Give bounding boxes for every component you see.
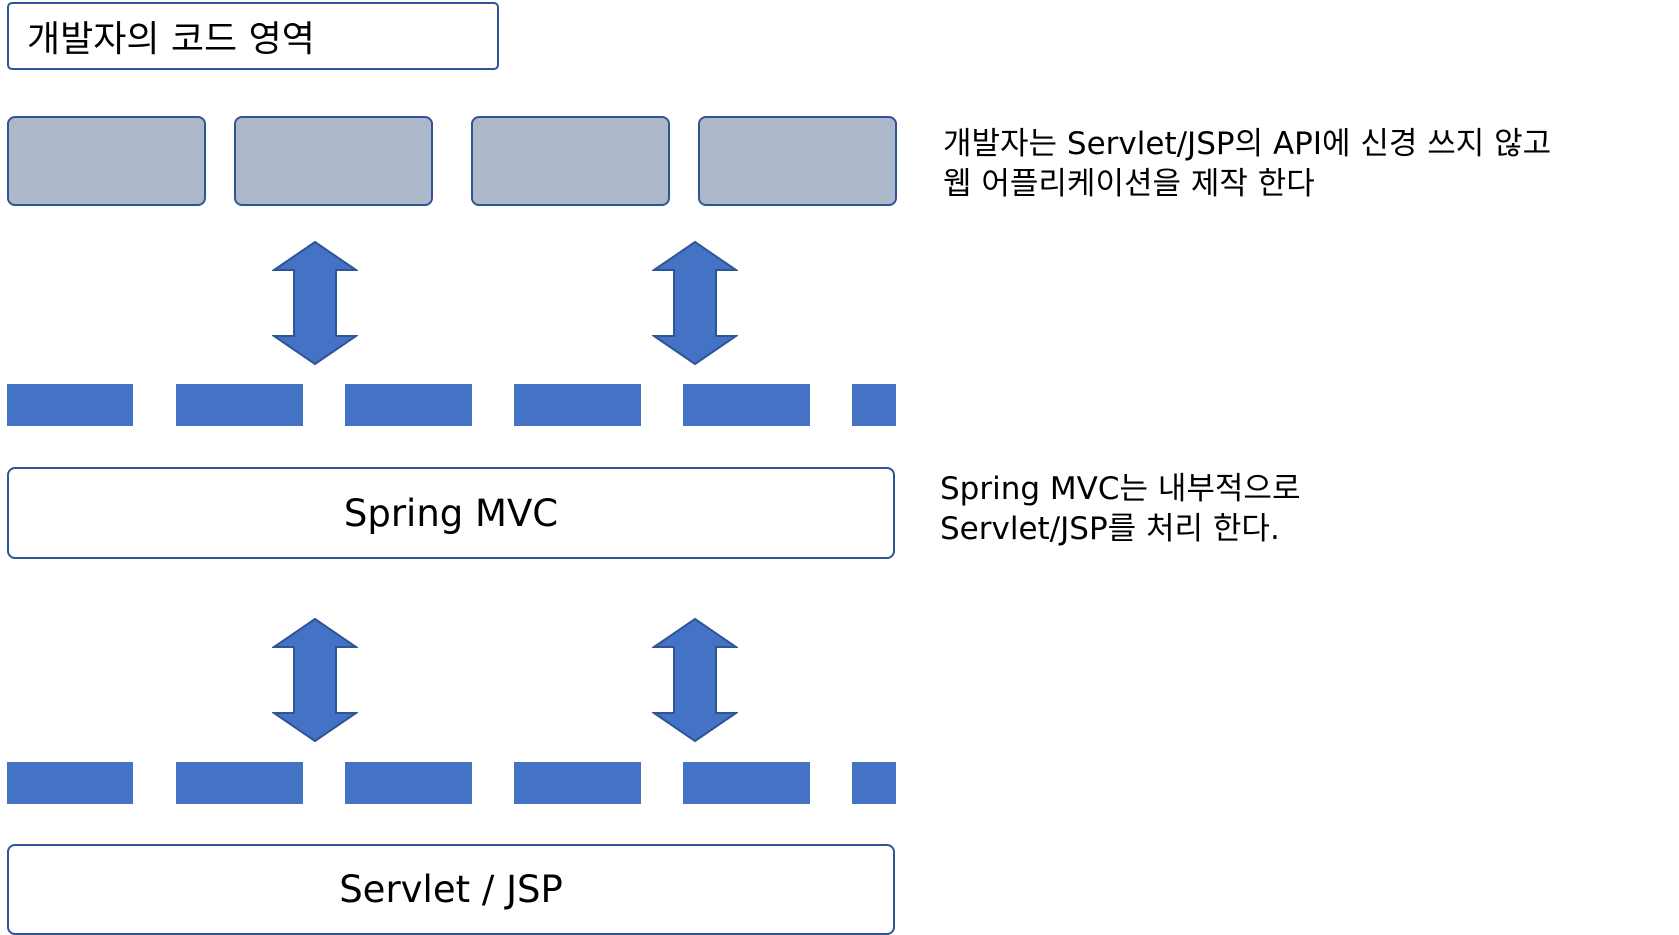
api-boundary-bottom xyxy=(7,762,896,804)
developer-module-3 xyxy=(471,116,670,206)
developer-module-4 xyxy=(698,116,897,206)
boundary-segment xyxy=(514,762,641,804)
boundary-segment xyxy=(176,762,303,804)
developer-module-1 xyxy=(7,116,206,206)
double-arrow-icon xyxy=(272,240,358,366)
developer-module-2 xyxy=(234,116,433,206)
boundary-segment xyxy=(345,762,472,804)
api-boundary-top xyxy=(7,384,896,426)
spring-note: Spring MVC는 내부적으로 Servlet/JSP를 처리 한다. xyxy=(940,469,1300,549)
boundary-segment xyxy=(176,384,303,426)
boundary-segment xyxy=(683,384,810,426)
servlet-jsp-layer: Servlet / JSP xyxy=(7,844,895,935)
double-arrow-icon xyxy=(272,617,358,743)
boundary-segment xyxy=(683,762,810,804)
developer-area-title-text: 개발자의 코드 영역 xyxy=(27,19,315,60)
servlet-jsp-label: Servlet / JSP xyxy=(339,868,563,911)
double-arrow-icon xyxy=(652,240,738,366)
boundary-segment xyxy=(852,384,896,426)
spring-note-line-2: Servlet/JSP를 처리 한다. xyxy=(940,511,1280,547)
spring-mvc-label: Spring MVC xyxy=(343,491,559,535)
double-arrow-icon xyxy=(652,617,738,743)
developer-area-title: 개발자의 코드 영역 xyxy=(7,2,499,70)
boundary-segment xyxy=(7,384,133,426)
spring-mvc-layer: Spring MVC xyxy=(7,467,895,559)
developer-note: 개발자는 Servlet/JSP의 API에 신경 쓰지 않고 웹 어플리케이션… xyxy=(943,124,1551,204)
spring-note-line-1: Spring MVC는 내부적으로 xyxy=(940,471,1301,507)
boundary-segment xyxy=(7,762,133,804)
boundary-segment xyxy=(514,384,641,426)
developer-note-line-1: 개발자는 Servlet/JSP의 API에 신경 쓰지 않고 xyxy=(943,126,1552,162)
boundary-segment xyxy=(852,762,896,804)
developer-note-line-2: 웹 어플리케이션을 제작 한다 xyxy=(943,166,1315,202)
boundary-segment xyxy=(345,384,472,426)
